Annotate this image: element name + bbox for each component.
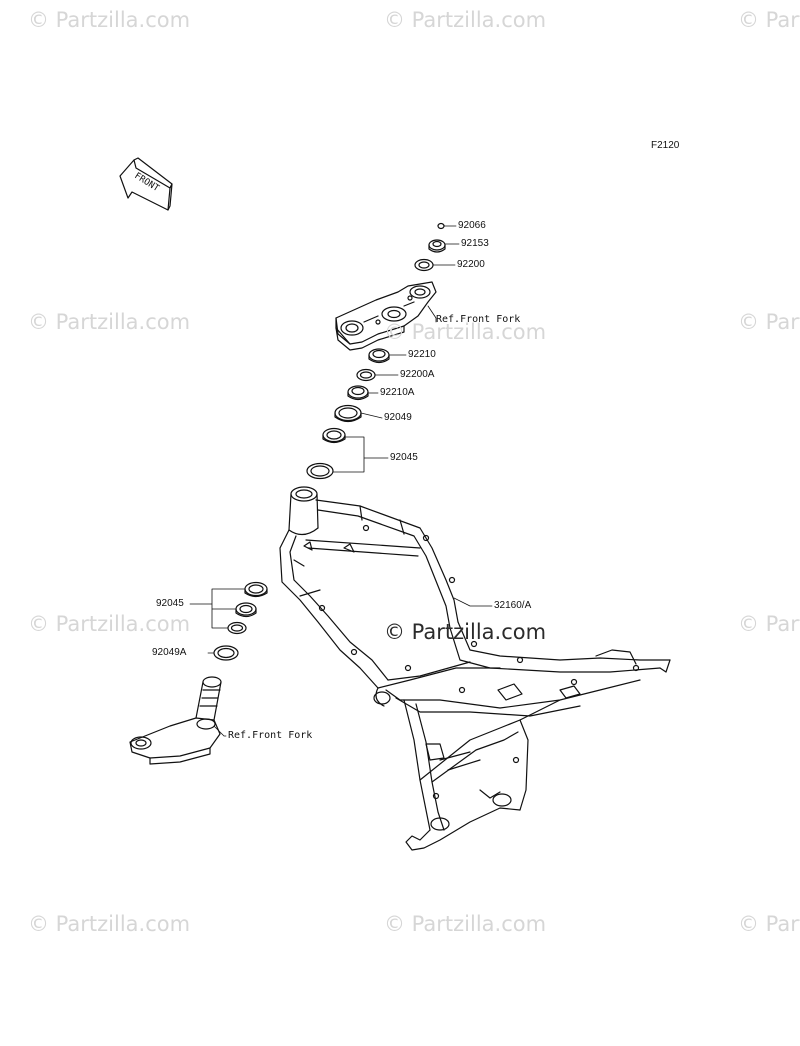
frame-32160 bbox=[279, 486, 671, 851]
watermark-mid-right: © Partzilla.com bbox=[738, 310, 800, 334]
front-arrow-icon: FRONT bbox=[119, 157, 173, 211]
label-ref-front-fork-top[interactable]: Ref.Front Fork bbox=[436, 314, 521, 325]
label-92049[interactable]: 92049 bbox=[384, 412, 412, 423]
watermark-bottom-right: © Partzilla.com bbox=[738, 912, 800, 936]
watermark-top-center: © Partzilla.com bbox=[384, 8, 547, 32]
label-92200[interactable]: 92200 bbox=[457, 259, 485, 270]
part-92045-lower-ring bbox=[227, 621, 247, 635]
label-ref-front-fork-bottom[interactable]: Ref.Front Fork bbox=[228, 730, 313, 741]
part-92045-race-upper bbox=[306, 462, 334, 480]
lower-fork-bracket-stem bbox=[129, 676, 222, 765]
watermark-bottom-left: © Partzilla.com bbox=[28, 912, 191, 936]
part-92153-nut bbox=[428, 239, 446, 253]
watermark-lower-left: © Partzilla.com bbox=[28, 612, 191, 636]
label-92049A[interactable]: 92049A bbox=[152, 647, 187, 658]
label-92200A[interactable]: 92200A bbox=[400, 369, 435, 380]
watermark-top-left: © Partzilla.com bbox=[28, 8, 191, 32]
watermark-mid-center: © Partzilla.com bbox=[384, 320, 547, 344]
part-92200A-washer bbox=[356, 368, 376, 382]
label-92045-top[interactable]: 92045 bbox=[390, 452, 418, 463]
label-92210A[interactable]: 92210A bbox=[380, 387, 415, 398]
label-92210[interactable]: 92210 bbox=[408, 349, 436, 360]
watermark-lower-right: © Partzilla.com bbox=[738, 612, 800, 636]
watermark-top-right: © Partzilla.com bbox=[738, 8, 800, 32]
leader-lines bbox=[189, 225, 493, 737]
label-92153[interactable]: 92153 bbox=[461, 238, 489, 249]
part-92045-bearing-lower bbox=[235, 602, 257, 618]
part-92049A-seal bbox=[213, 645, 239, 661]
part-92066-cap bbox=[437, 222, 445, 230]
label-92066[interactable]: 92066 bbox=[458, 220, 486, 231]
part-92045-race-lower bbox=[244, 581, 268, 598]
upper-fork-bracket bbox=[335, 281, 437, 351]
label-32160-frame[interactable]: 32160/A bbox=[494, 600, 532, 611]
part-92045-bearing-upper bbox=[322, 427, 346, 444]
part-92049-seal bbox=[334, 404, 362, 423]
watermark-mid-left: © Partzilla.com bbox=[28, 310, 191, 334]
figure-id: F2120 bbox=[651, 140, 680, 151]
watermark-center-dark: © Partzilla.com bbox=[384, 620, 547, 644]
part-92200-washer bbox=[414, 258, 434, 272]
label-92045-left[interactable]: 92045 bbox=[156, 598, 184, 609]
watermark-bottom-center: © Partzilla.com bbox=[384, 912, 547, 936]
part-92210A-nut bbox=[347, 385, 369, 401]
part-92210-nut bbox=[368, 348, 390, 364]
